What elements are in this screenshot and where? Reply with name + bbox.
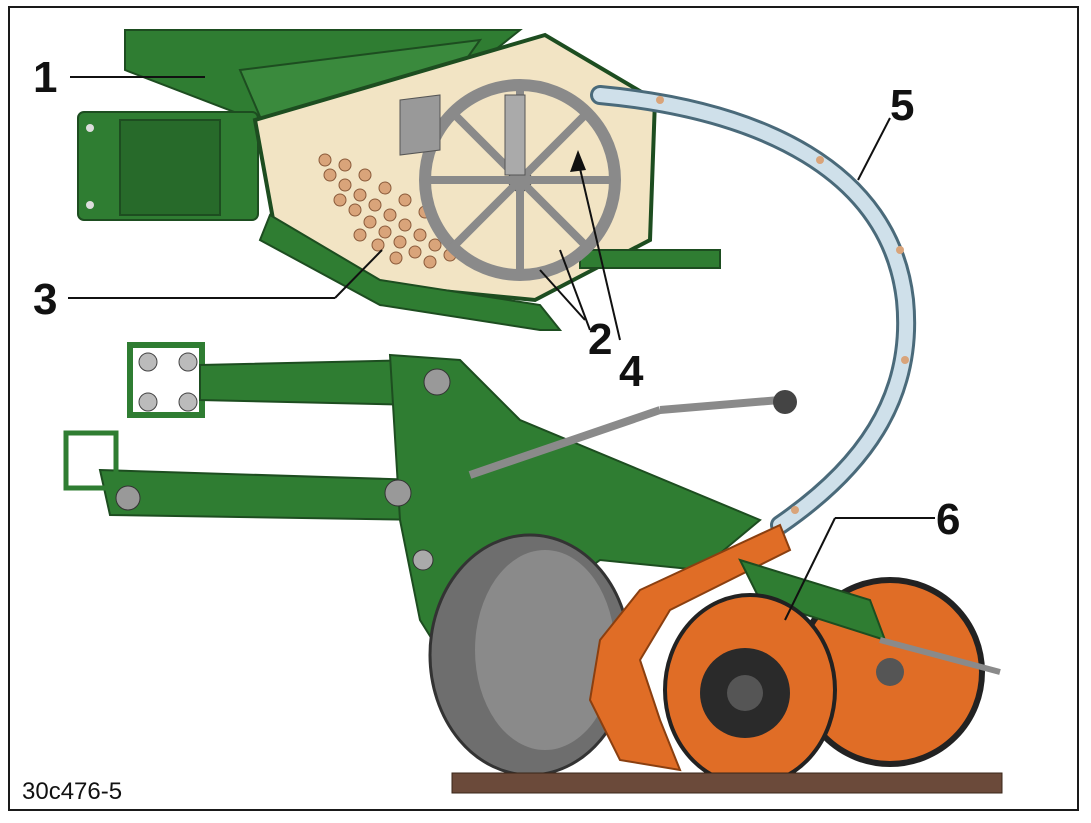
leader-lines	[68, 76, 935, 621]
seed-tube	[590, 85, 917, 535]
figure-id: 30c476-5	[22, 778, 123, 805]
press-wheel	[663, 593, 837, 787]
seed-pile	[318, 153, 457, 269]
arrow-head	[570, 150, 586, 172]
callout-4: 4	[619, 347, 644, 396]
ground-strip	[451, 772, 1003, 794]
depth-control-arm	[588, 523, 792, 772]
rear-press-wheel	[738, 558, 1001, 767]
callout-1: 1	[33, 53, 58, 102]
callout-5: 5	[890, 81, 915, 130]
metering-disc	[399, 79, 621, 281]
callout-6: 6	[936, 495, 961, 544]
seed-hopper	[77, 29, 523, 221]
callout-2: 2	[588, 315, 613, 364]
parallel-linkage	[63, 342, 432, 522]
callout-3: 3	[33, 275, 58, 324]
